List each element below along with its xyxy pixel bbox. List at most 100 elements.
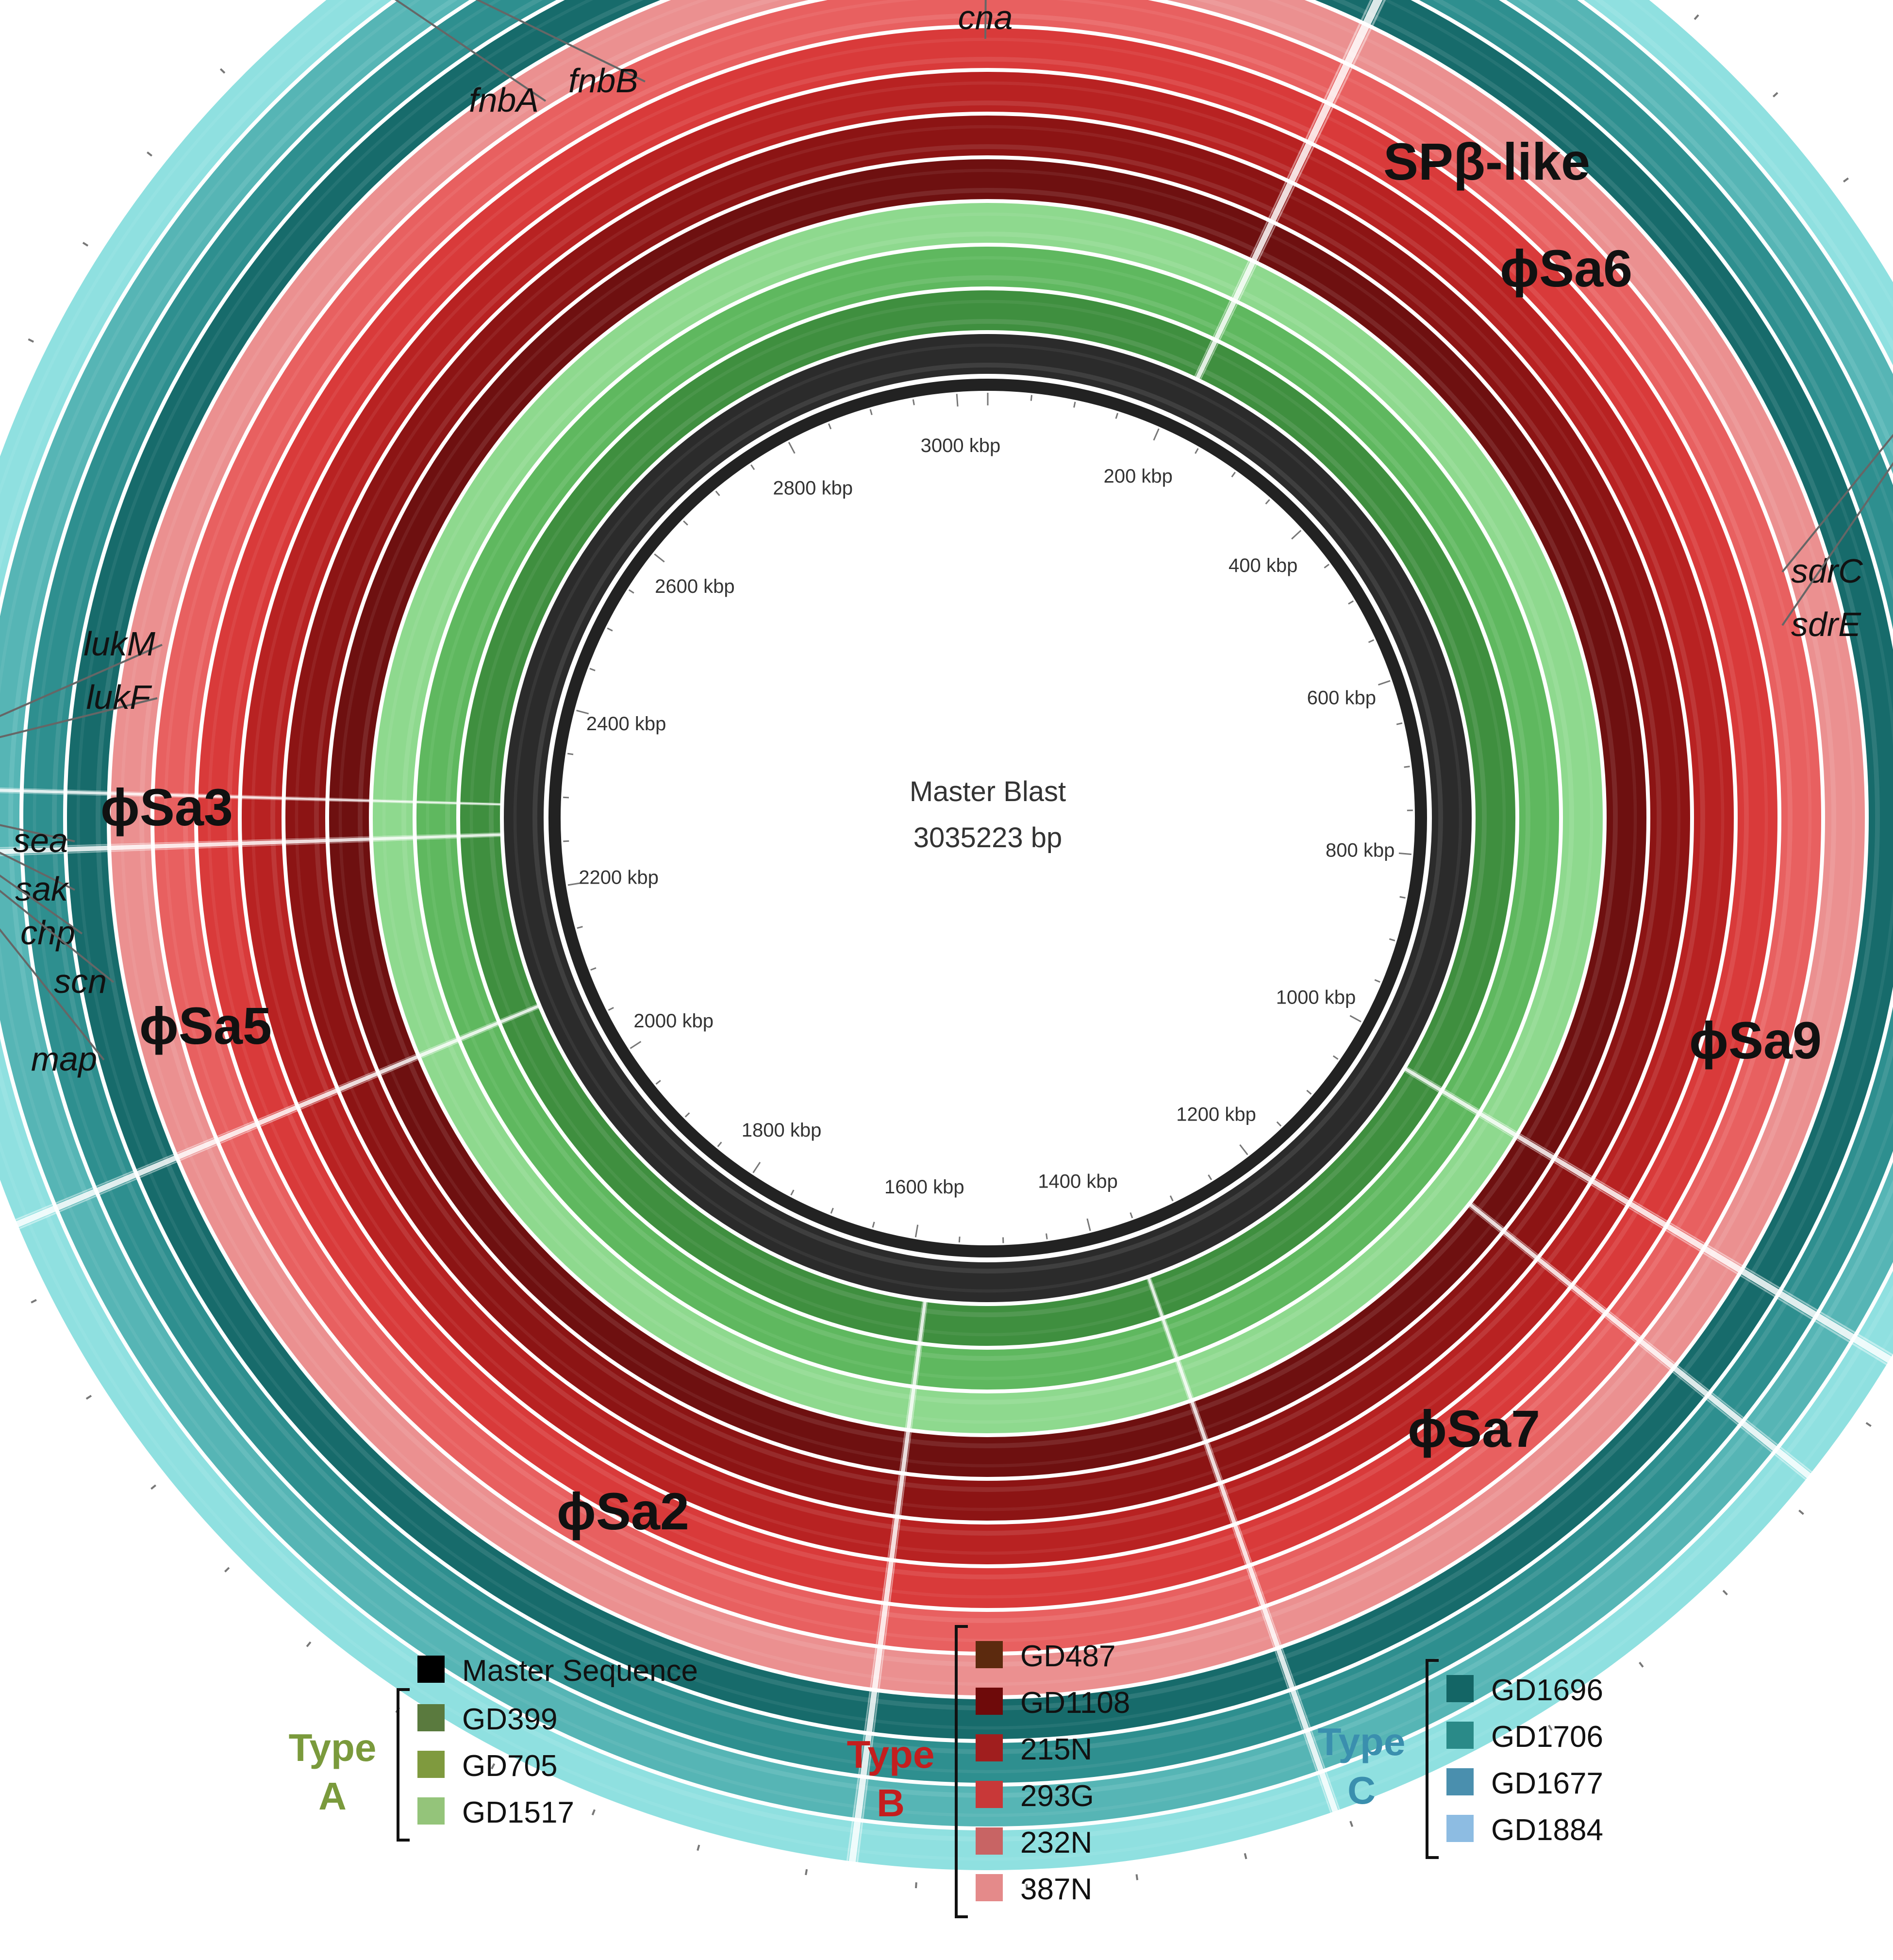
legend-swatch — [417, 1797, 445, 1825]
legend: Master SequenceGD399GD705GD1517TypeAGD48… — [289, 1625, 1603, 1918]
outer-tick — [1798, 1509, 1804, 1515]
ring-GD487 — [329, 159, 1646, 1477]
legend-entry: GD487 — [1020, 1640, 1115, 1673]
scale-tick — [1195, 448, 1199, 454]
ring-shade — [513, 343, 1462, 1293]
scale-tick — [1396, 722, 1403, 725]
scale-label: 1000 kbp — [1276, 987, 1356, 1008]
outer-tick — [697, 1844, 700, 1851]
ring-shade — [295, 125, 1681, 1511]
scale-label: 2000 kbp — [633, 1010, 714, 1032]
gene-leader-line — [1781, 462, 1893, 626]
outer-tick — [1244, 1853, 1247, 1859]
gap-halo — [1199, 0, 1386, 381]
scale-tick — [752, 1162, 761, 1173]
scale-tick — [589, 668, 596, 671]
scale-tick — [828, 423, 832, 430]
ring-shade — [358, 188, 1618, 1448]
gene-label: sea — [13, 821, 68, 859]
ring-shade — [183, 13, 1793, 1623]
legend-entry: 215N — [1020, 1733, 1092, 1766]
scale-tick — [684, 1112, 690, 1118]
scale-tick — [1208, 1174, 1212, 1180]
scale-tick — [914, 1224, 919, 1238]
legend-entry: 232N — [1020, 1826, 1092, 1859]
scale-tick — [1086, 1218, 1091, 1231]
scale-label: 600 kbp — [1307, 687, 1376, 708]
legend-swatch — [976, 1781, 1003, 1808]
legend-bracket — [397, 1688, 410, 1842]
scale-tick — [790, 1189, 795, 1196]
ring-GD1108 — [285, 116, 1690, 1521]
legend-type-word: Type — [847, 1733, 935, 1776]
ring-293G — [198, 28, 1777, 1608]
scale-tick — [750, 464, 755, 470]
outer-tick — [491, 1763, 496, 1770]
gene-label: fnbA — [469, 81, 539, 119]
gene-label: map — [31, 1040, 97, 1078]
legend-swatch — [976, 1688, 1003, 1715]
ring-GD1706 — [23, 0, 1893, 1783]
scale-tick — [608, 1006, 614, 1011]
ring-387N — [111, 0, 1865, 1695]
scale-tick — [1399, 896, 1406, 899]
scale-tick — [683, 520, 688, 526]
legend-entry: GD1706 — [1491, 1720, 1603, 1754]
gap-wedge — [1147, 1276, 1339, 1814]
rearrangement-gaps — [0, 0, 1893, 1863]
gene-label: lukF — [86, 678, 152, 716]
legend-swatch — [1446, 1675, 1474, 1702]
scale-label: 1400 kbp — [1038, 1171, 1118, 1192]
gene-leader-line — [1781, 434, 1893, 573]
gap-wedge — [848, 1300, 927, 1863]
outer-tick — [1722, 1590, 1728, 1596]
legend-swatch — [976, 1641, 1003, 1668]
outer-tick — [805, 1869, 808, 1876]
scale-tick — [1348, 600, 1354, 605]
backbone-ring — [548, 379, 1427, 1257]
scale-tick — [563, 796, 569, 799]
ring-shade — [120, 0, 1855, 1686]
gap-halo — [0, 792, 502, 806]
center-label: Master Blast 3035223 bp — [910, 776, 1066, 854]
legend-swatch — [976, 1734, 1003, 1761]
scale-label: 800 kbp — [1326, 840, 1395, 861]
scale-label: 1600 kbp — [884, 1176, 964, 1198]
scale-tick — [1398, 852, 1411, 855]
scale-tick — [788, 442, 796, 454]
scale-tick — [576, 709, 589, 715]
ring-shade — [401, 232, 1574, 1405]
gene-label: scn — [54, 962, 107, 1000]
outer-tick — [150, 1484, 157, 1490]
scale-label: 2600 kbp — [655, 576, 735, 597]
outer-tick — [1865, 1422, 1872, 1427]
gene-leader-line — [394, 0, 547, 102]
gene-label: lukM — [83, 625, 155, 663]
legend-entry: GD705 — [462, 1749, 557, 1783]
outer-tick-marks — [28, 14, 1872, 1890]
gap-halo — [1471, 1201, 1813, 1474]
scale-tick — [1239, 1144, 1248, 1156]
prophage-label: ϕSa5 — [139, 996, 272, 1055]
legend-bracket — [1426, 1659, 1439, 1859]
ring-GD399 — [460, 290, 1515, 1346]
outer-tick — [28, 338, 34, 343]
ring-GD1696 — [67, 0, 1893, 1739]
gene-leader-line — [475, 0, 646, 83]
gap-wedge — [1468, 1203, 1812, 1479]
gene-label: sak — [15, 870, 69, 908]
outer-tick — [82, 242, 89, 247]
scale-tick — [1231, 471, 1236, 478]
prophage-label: ϕSa2 — [557, 1482, 689, 1541]
outer-tick — [31, 1299, 37, 1304]
gene-label: fnbB — [568, 62, 638, 100]
gene-leader-line — [0, 644, 163, 717]
scale-tick — [958, 1236, 961, 1243]
center-length: 3035223 bp — [913, 822, 1062, 854]
legend-swatch — [1446, 1722, 1474, 1749]
scale-tick — [655, 1080, 661, 1085]
gap-halo — [846, 1300, 924, 1862]
outer-tick — [591, 1809, 596, 1816]
legend-swatch — [976, 1874, 1003, 1901]
